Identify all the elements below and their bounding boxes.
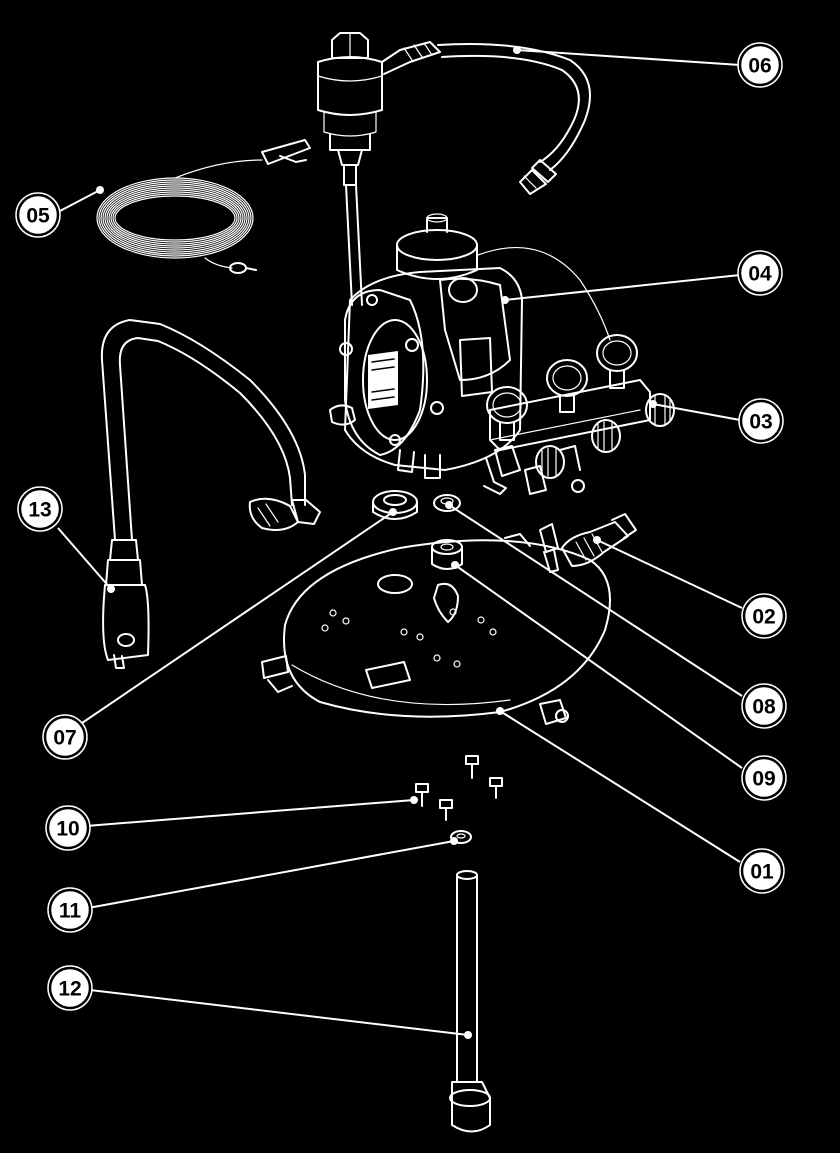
callout-03-label: 03 <box>749 411 772 434</box>
callout-03: 03 <box>738 398 784 444</box>
callout-08-label: 08 <box>752 696 776 719</box>
callout-12: 12 <box>47 965 93 1011</box>
callout-13-label: 13 <box>28 499 51 522</box>
callout-10: 10 <box>45 805 91 851</box>
part-03-gauge-manifold <box>483 334 675 495</box>
part-10-screws <box>415 755 503 821</box>
callout-01-label: 01 <box>750 861 774 884</box>
callout-09-label: 09 <box>752 768 775 791</box>
callout-06: 06 <box>737 42 783 88</box>
callout-01: 01 <box>739 848 785 894</box>
part-11-washer <box>450 830 472 844</box>
callout-02: 02 <box>741 593 787 639</box>
callout-07-label: 07 <box>53 727 76 750</box>
part-01-mounting-plate <box>261 533 611 725</box>
callout-04-label: 04 <box>748 263 772 286</box>
part-12-suction-tube <box>449 870 491 1133</box>
leader-lines <box>57 46 743 1039</box>
part-06-pressure-switch-hose <box>317 32 591 306</box>
part-09-spacer <box>431 539 463 570</box>
callout-09: 09 <box>741 755 787 801</box>
callout-12-label: 12 <box>58 978 81 1001</box>
part-13-suction-hose <box>100 319 321 669</box>
part-05-ground-wire-coil <box>96 139 311 274</box>
callout-13: 13 <box>17 486 63 532</box>
callout-10-label: 10 <box>56 818 79 841</box>
part-04-pump-body <box>329 213 611 479</box>
callout-02-label: 02 <box>752 606 775 629</box>
callout-11: 11 <box>47 887 93 933</box>
callout-05-label: 05 <box>26 205 50 228</box>
callout-08: 08 <box>741 683 787 729</box>
callout-04: 04 <box>737 250 783 296</box>
callout-05: 05 <box>15 192 61 238</box>
callout-06-label: 06 <box>748 55 771 78</box>
callout-07: 07 <box>42 714 88 760</box>
callout-11-label: 11 <box>59 900 82 923</box>
part-02-quick-couplers <box>539 513 637 573</box>
